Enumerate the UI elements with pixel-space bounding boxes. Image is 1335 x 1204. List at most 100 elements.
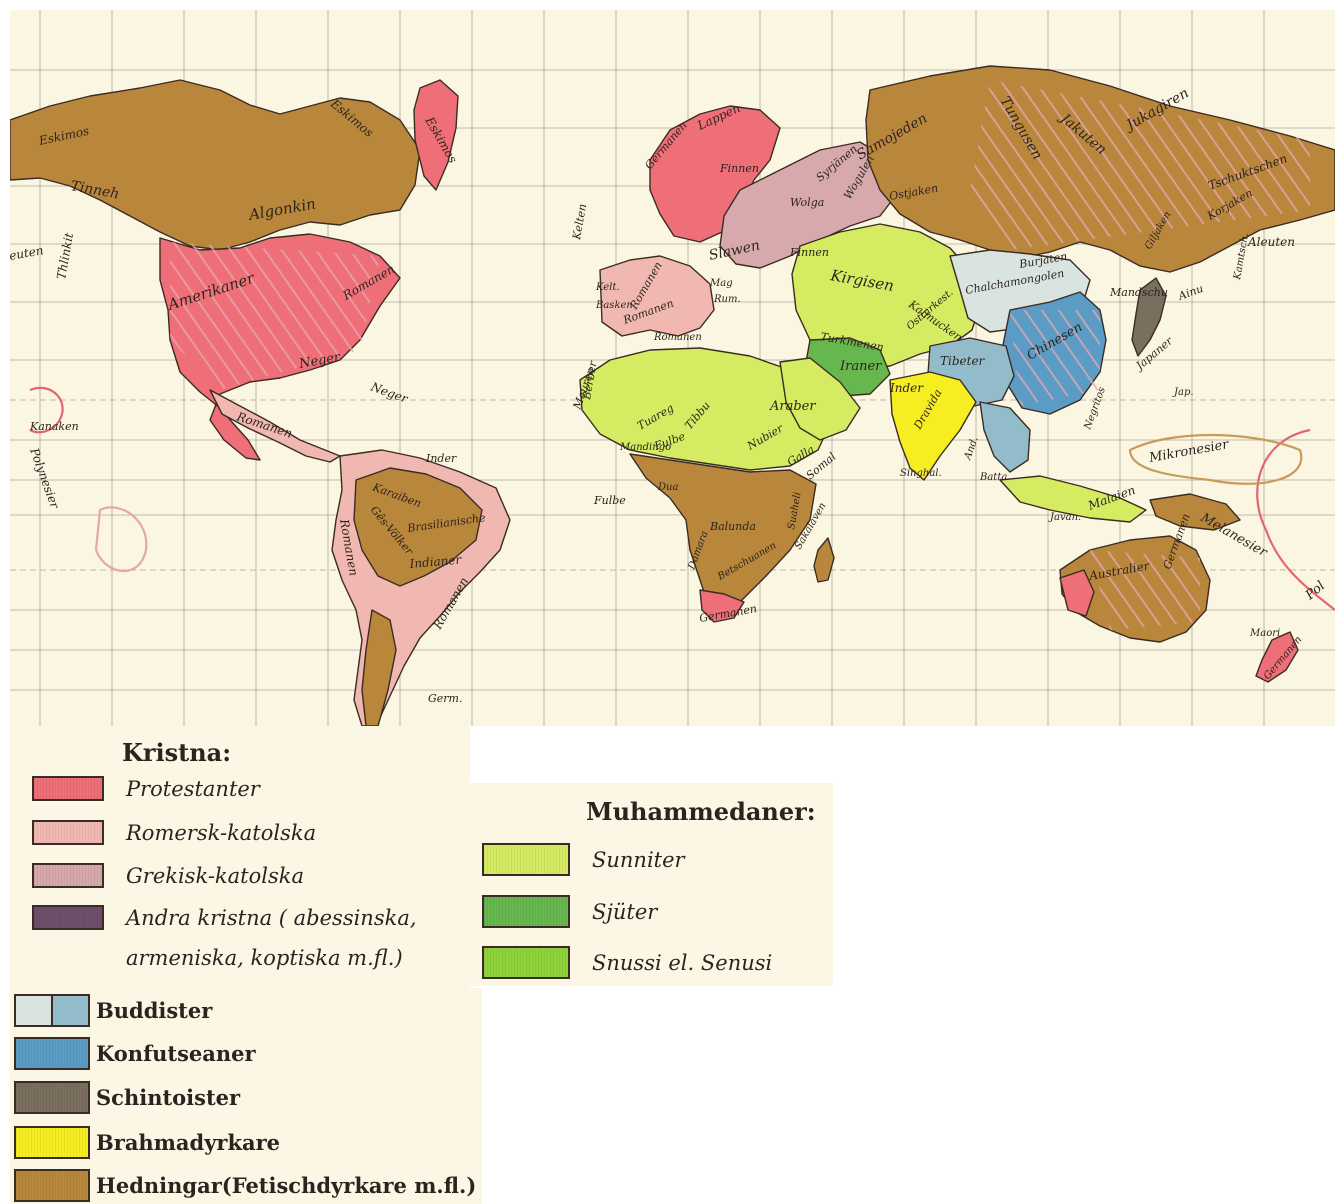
land-indonesia-sunni xyxy=(999,475,1147,523)
legend-item-shinto: Schintoister xyxy=(14,1081,240,1114)
map-label-javan: Javan. xyxy=(1048,512,1081,523)
map-label-ainu: Ainu xyxy=(1176,282,1205,303)
swatch-buddhist-dark xyxy=(53,996,88,1025)
legend-other: Buddister Konfutseaner Schintoister Brah… xyxy=(10,988,482,1204)
outline-pacific-east-loop xyxy=(1256,428,1335,611)
swatch-senussi xyxy=(482,946,570,979)
land-amazon-pagan xyxy=(353,467,483,587)
swatch-shia xyxy=(482,895,570,928)
swatch-buddhist-light xyxy=(16,996,53,1025)
map-label-jap: Jap. xyxy=(1172,387,1194,398)
legend-label-brahman: Brahmadyrkare xyxy=(96,1130,281,1155)
map-label-rum: Rum. xyxy=(713,294,741,305)
land-areas xyxy=(10,65,1335,726)
legend-item-shia: Sjüter xyxy=(482,895,657,928)
outline-polynesia-loop xyxy=(94,506,148,573)
legend-label-other-christian: Andra kristna ( abessinska, xyxy=(126,905,417,930)
legend-muslim-title: Muhammedaner: xyxy=(586,797,816,826)
map-label-dualla: Dua xyxy=(657,482,678,493)
map-label-polynesier-e: Pol xyxy=(1302,579,1328,604)
land-new-guinea xyxy=(1149,493,1241,531)
land-europe-protestant xyxy=(649,105,781,243)
map-label-germ: Germ. xyxy=(428,692,462,705)
swatch-pagan xyxy=(14,1169,90,1202)
map-label-maori: Maori xyxy=(1249,628,1280,639)
legend-item-pagan: Hedningar(Fetischdyrkare m.fl.) xyxy=(14,1169,476,1202)
swatch-brahman xyxy=(14,1126,90,1159)
legend-label-shia: Sjüter xyxy=(592,899,658,924)
map-label-aleuten-w: euten xyxy=(10,243,44,263)
outline-micronesia-loop xyxy=(1128,433,1303,485)
legend-muslim: Muhammedaner: Sunniter Sjüter Snussi el.… xyxy=(470,783,833,986)
legend-label-pagan: Hedningar(Fetischdyrkare m.fl.) xyxy=(96,1173,477,1198)
land-central-america xyxy=(209,389,341,463)
legend-label-sunni: Sunniter xyxy=(592,847,685,872)
legend-label-confucian: Konfutseaner xyxy=(96,1041,256,1066)
swatch-shinto xyxy=(14,1081,90,1114)
legend-item-other-christian: Andra kristna ( abessinska, xyxy=(32,905,417,930)
legend-item-protestant: Protestanter xyxy=(32,776,260,801)
land-europe-catholic xyxy=(599,255,715,337)
legend-christian: Kristna: Protestanter Romersk-katolska G… xyxy=(10,726,470,988)
swatch-catholic xyxy=(32,820,104,845)
map-label-balunda: Balunda xyxy=(709,520,756,533)
legend-item-buddhist: Buddister xyxy=(14,994,212,1027)
map-label-thlinkit: Thlinkit xyxy=(54,232,76,281)
swatch-confucian xyxy=(14,1037,90,1070)
land-arabia-sunni xyxy=(779,357,861,441)
legend-label-protestant: Protestanter xyxy=(126,776,260,801)
land-russia-orthodox xyxy=(719,141,901,269)
swatch-protestant xyxy=(32,776,104,801)
legend-label-shinto: Schintoister xyxy=(96,1085,241,1110)
swatch-sunni xyxy=(482,843,570,876)
overlay-stripes-siberia xyxy=(970,80,1310,250)
overlay-stripes-na xyxy=(170,242,380,390)
map-label-magy: Mag xyxy=(709,278,733,289)
map-label-polynesier: Polynesier xyxy=(27,445,63,511)
legend-label-orthodox: Grekisk-katolska xyxy=(126,863,304,888)
map-label-kanaken: Kanaken xyxy=(29,420,79,433)
map-label-inder: Inder xyxy=(425,452,457,465)
map-label-mandschu: Mandschu xyxy=(1109,286,1168,299)
land-patagonia-pagan xyxy=(361,609,397,726)
legend-item-confucian: Konfutseaner xyxy=(14,1037,256,1070)
map-label-inder-as: Inder xyxy=(889,381,924,395)
map-label-singhal: Singhal. xyxy=(900,468,942,479)
map-label-batta: Batta xyxy=(979,472,1007,483)
land-australia-protestant xyxy=(1059,569,1095,617)
overlay-stripes-china xyxy=(1010,310,1100,406)
map-label-kelten: Kelten xyxy=(570,203,589,242)
land-greenland xyxy=(413,79,459,191)
map-label-indianer: Indianer xyxy=(408,552,463,571)
legend-item-catholic: Romersk-katolska xyxy=(32,820,316,845)
legend-label-catholic: Romersk-katolska xyxy=(126,820,317,845)
map-label-wolga: Wolga xyxy=(790,196,824,209)
map-label-mikronesier: Mikronesier xyxy=(1147,437,1230,466)
swatch-other-christian xyxy=(32,905,104,930)
legend-item-senussi: Snussi el. Senusi xyxy=(482,946,772,979)
land-india-brahman xyxy=(889,371,977,481)
land-north-america-north xyxy=(10,79,421,251)
legend-item-sunni: Sunniter xyxy=(482,843,685,876)
map-label-kelt: Kelt. xyxy=(595,282,620,293)
map-label-basken: Basken xyxy=(595,300,633,311)
legend-christian-title: Kristna: xyxy=(122,738,232,767)
map-label-fulbe: Fulbe xyxy=(593,494,626,507)
map-label-neger: Neger xyxy=(297,350,342,372)
land-africa-south-pagan xyxy=(629,453,817,619)
land-south-africa-protestant xyxy=(699,589,745,623)
map-label-finnen2: Finnen xyxy=(789,246,829,259)
map-label-and: And. xyxy=(962,435,981,462)
swatch-buddhist xyxy=(14,994,90,1027)
outline-hawaii-loop xyxy=(29,386,64,434)
map-label-mandingo: Mandingo xyxy=(619,442,671,453)
legend-label-senussi: Snussi el. Senusi xyxy=(592,950,773,975)
land-africa-north-sunni xyxy=(579,347,831,471)
land-japan xyxy=(1131,277,1167,357)
map-label-tibeter: Tibeter xyxy=(940,354,986,368)
legend-label-buddhist: Buddister xyxy=(96,998,213,1023)
legend-label-other-christian-cont: armeniska, koptiska m.fl.) xyxy=(126,946,403,970)
map-label-romanen-eu3: Romanen xyxy=(653,332,702,343)
map-label-araber: Araber xyxy=(769,399,816,414)
